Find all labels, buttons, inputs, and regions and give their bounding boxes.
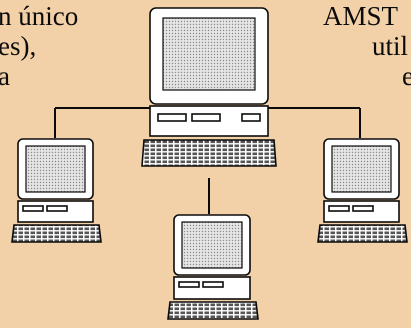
system-unit: [174, 277, 250, 299]
keyboard: [12, 225, 101, 242]
monitor-screen: [182, 222, 242, 268]
monitor-screen: [26, 146, 85, 192]
monitor-screen: [163, 18, 255, 90]
computer-left: [12, 139, 101, 242]
keyboard: [142, 140, 276, 166]
computer-right: [318, 139, 407, 242]
keyboard: [318, 225, 407, 242]
monitor-screen: [332, 146, 391, 192]
keyboard: [168, 302, 258, 319]
computer-center: [142, 8, 276, 166]
computer-bottom: [168, 215, 258, 319]
